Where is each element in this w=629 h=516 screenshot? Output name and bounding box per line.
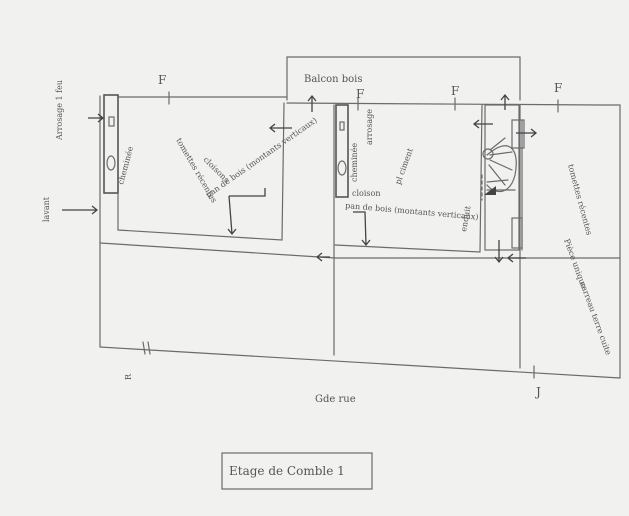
- pl-ciment-label: pl ciment: [393, 146, 415, 185]
- tomettes-right-label: tomettes récentes: [566, 163, 594, 236]
- outer-walls: [99, 56, 621, 379]
- staircase: [481, 104, 525, 251]
- cheminee-left-label: cheminée: [116, 145, 135, 185]
- plan-title: Etage de Comble 1: [229, 464, 345, 478]
- f-mark-4: F: [554, 81, 562, 95]
- chimney-mid: [335, 104, 349, 198]
- title-box: Etage de Comble 1: [221, 452, 373, 490]
- f-mark-1: F: [158, 73, 166, 87]
- f-mark-2: F: [356, 87, 364, 101]
- view-arrows: [62, 93, 538, 264]
- f-mark-3: F: [451, 84, 459, 98]
- j-mark: J: [534, 385, 541, 399]
- cheminee-mid-label: cheminée: [350, 143, 359, 182]
- r-mark: R: [124, 373, 133, 380]
- pan-bois-left-label: pan de bois (montants verticaux): [204, 116, 319, 200]
- lavant-label: lavant: [42, 196, 51, 222]
- rue-label: Gde rue: [315, 394, 356, 405]
- arrosage-label: Arrosage 1 feu: [55, 80, 64, 141]
- carreau-label: carreau terre cuite: [578, 281, 613, 357]
- chimney-left: [103, 94, 119, 194]
- cloison-mid-label: cloison: [352, 189, 381, 198]
- interior-partitions: [99, 94, 621, 369]
- balcon-label: Balcon bois: [304, 74, 363, 85]
- axis-marks: [142, 91, 559, 379]
- arrosage-mid-label: arrosage: [365, 109, 374, 145]
